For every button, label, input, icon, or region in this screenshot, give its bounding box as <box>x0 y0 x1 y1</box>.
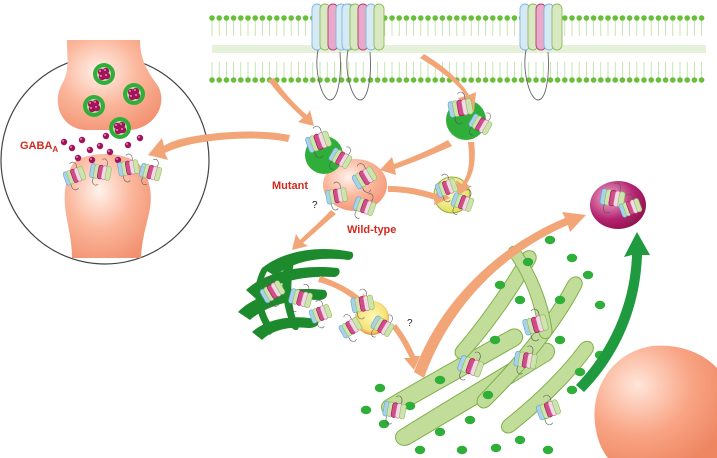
plasma-membrane <box>209 15 706 83</box>
wild-type-label: Wild-type <box>347 224 397 236</box>
mutant-label: Mutant <box>272 180 309 192</box>
synapse-inset <box>0 40 210 265</box>
gaba-a-label: GABAA <box>20 140 59 155</box>
pentameric-receptor-icon <box>62 3 643 426</box>
question-mark-lower: ? <box>407 318 413 329</box>
peach-cell-large <box>594 345 717 458</box>
surface-delivery-arrow <box>576 232 650 392</box>
question-mark-upper: ? <box>312 200 318 211</box>
gaba-molecule-icon <box>60 63 145 164</box>
